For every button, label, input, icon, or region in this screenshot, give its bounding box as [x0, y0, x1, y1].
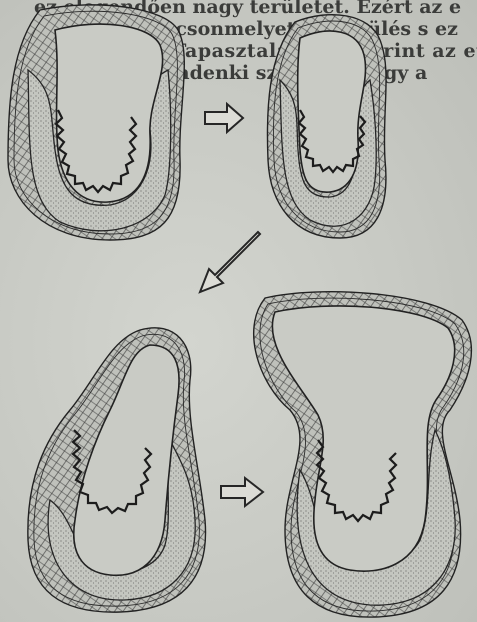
stage-4-loop — [254, 292, 472, 617]
arrow-down-left — [200, 232, 260, 292]
arrow-right-1 — [205, 104, 243, 132]
stage-2-loop — [267, 15, 386, 238]
stage-3-loop — [28, 328, 206, 612]
stage-1-loop — [8, 5, 184, 240]
arrow-right-2 — [221, 478, 263, 506]
